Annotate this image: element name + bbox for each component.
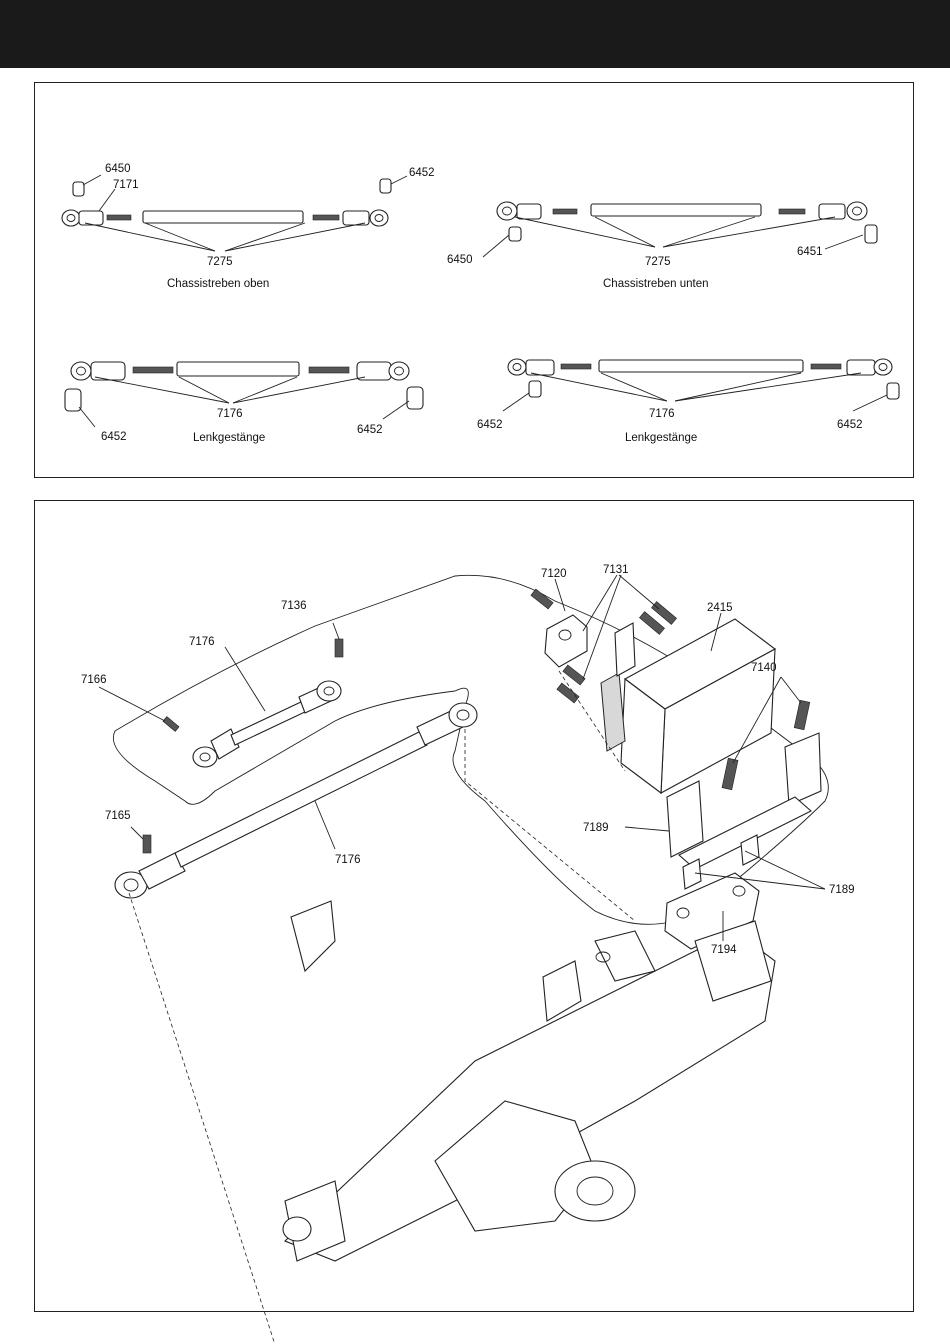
links-drawing: 6450 7171 6452 7275 Chassistreben oben 6… [35,83,915,479]
assembly-drawing: 7120 7131 2415 7136 7176 7166 7140 7165 … [35,501,915,1313]
label-7176-long: 7176 [335,854,361,866]
steering-link-left: 6452 7176 6452 Lenkgestänge [65,362,423,444]
caption-upper-chassis: Chassistreben oben [167,278,269,290]
label-7189-a: 7189 [583,822,609,834]
links-panel: 6450 7171 6452 7275 Chassistreben oben 6… [34,82,914,478]
caption-steering-left: Lenkgestänge [193,432,265,444]
guide-line-a [129,893,295,1344]
label-6452-steer-a: 6452 [101,431,127,443]
caption-lower-chassis: Chassistreben unten [603,278,708,290]
screw-7166 [163,717,179,732]
label-7194: 7194 [711,944,737,956]
servo-horn [545,615,587,667]
label-2415: 2415 [707,602,733,614]
label-7165: 7165 [105,810,131,822]
label-7140: 7140 [751,662,777,674]
screw-7140-a [794,700,810,729]
header-bar [0,0,950,68]
label-7120: 7120 [541,568,567,580]
label-7166: 7166 [81,674,107,686]
screw-7136 [335,639,343,657]
label-7176-steer-right: 7176 [649,408,675,420]
label-7275-lower: 7275 [645,256,671,268]
lower-chassis-link: 6450 7275 6451 Chassistreben unten [447,202,877,290]
label-6451: 6451 [797,246,823,258]
servo [601,619,775,793]
label-6450-lower: 6450 [447,254,473,266]
label-7131: 7131 [603,564,629,576]
label-6452-steer-b: 6452 [357,424,383,436]
label-7275-upper: 7275 [207,256,233,268]
label-6450-top: 6450 [105,163,131,175]
label-7189-b: 7189 [829,884,855,896]
label-7136: 7136 [281,600,307,612]
label-7176-short: 7176 [189,636,215,648]
short-steering-link [193,681,341,767]
label-6452-top: 6452 [409,167,435,179]
upper-chassis-link: 6450 7171 6452 7275 Chassistreben oben [62,163,435,290]
guide-line-b [465,729,635,921]
spacer-a [683,859,701,889]
label-6452-steer-d: 6452 [837,419,863,431]
front-axle [283,901,775,1261]
screw-7165 [143,835,151,853]
label-7176-steer-left: 7176 [217,408,243,420]
steering-link-right: 6452 7176 6452 Lenkgestänge [477,359,899,444]
mount-right [785,733,821,805]
label-7171: 7171 [113,179,139,191]
caption-steering-right: Lenkgestänge [625,432,697,444]
screw-7140-b [722,758,738,789]
long-steering-link [115,703,477,898]
assembly-panel: 7120 7131 2415 7136 7176 7166 7140 7165 … [34,500,914,1312]
label-6452-steer-c: 6452 [477,419,503,431]
